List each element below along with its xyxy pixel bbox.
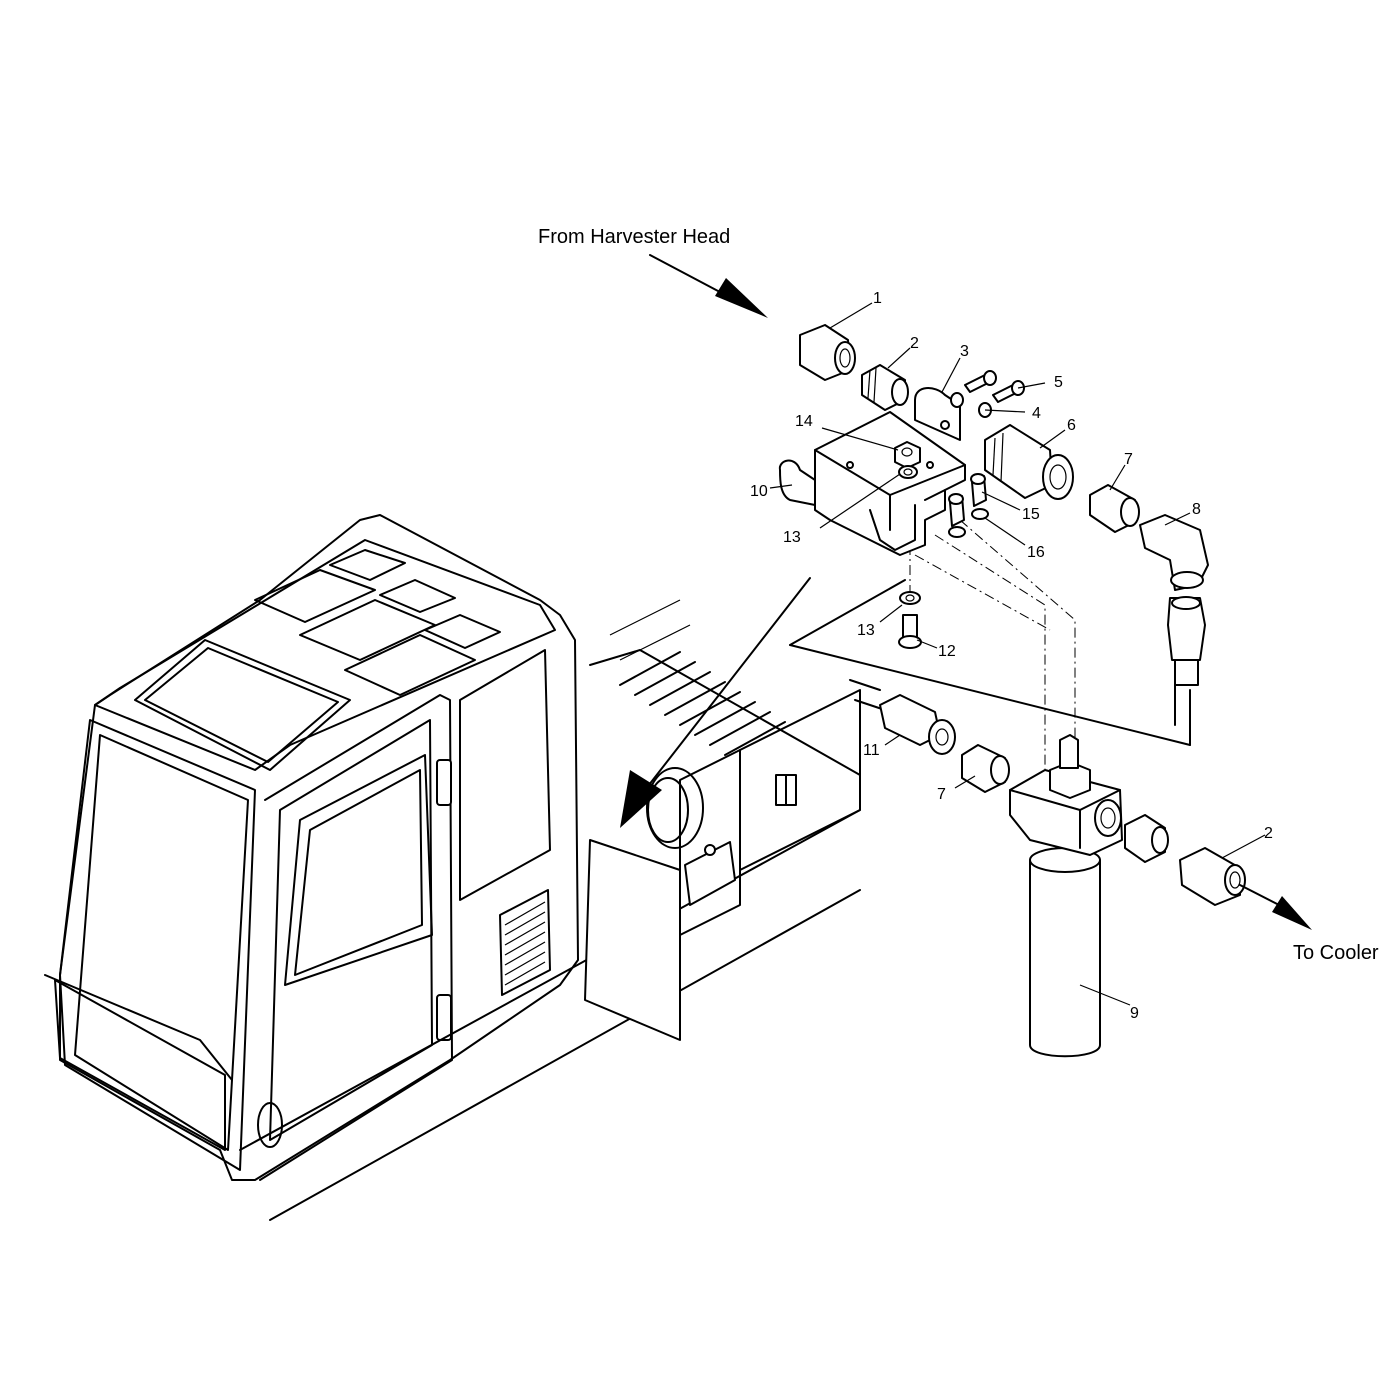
callout-15: 15 — [1022, 506, 1040, 523]
part-7-adapter-upper — [1089, 484, 1140, 533]
callout-13-upper: 13 — [783, 529, 801, 546]
part-5-screws — [964, 370, 1025, 403]
part-10-bracket — [778, 411, 966, 556]
part-14-nut — [894, 441, 921, 469]
callout-16: 16 — [1027, 544, 1045, 561]
part-2-nut-outlet — [1179, 847, 1246, 906]
part-15-screws — [948, 473, 987, 527]
part-9-filter — [1009, 734, 1123, 1058]
part-11-hose-end — [879, 694, 956, 755]
callout-2-inlet: 2 — [910, 335, 919, 352]
part-12-bolt — [898, 614, 922, 649]
part-6-coupling — [984, 424, 1074, 500]
hose-fitting-right — [1167, 596, 1206, 686]
part-13-washer-upper — [898, 465, 918, 479]
callout-9: 9 — [1130, 1005, 1139, 1022]
callout-11: 11 — [863, 742, 880, 759]
callout-1: 1 — [873, 290, 882, 307]
part-4-washers — [950, 392, 992, 418]
callout-5: 5 — [1054, 374, 1063, 391]
hose-runs — [789, 579, 1191, 746]
part-1-nut — [799, 324, 856, 381]
part-3-clamp — [914, 387, 961, 441]
callout-4: 4 — [1032, 405, 1041, 422]
part-2-adapter-outlet — [1124, 814, 1169, 863]
callout-10: 10 — [750, 483, 768, 500]
part-8-elbow — [1139, 514, 1209, 591]
leader-lines — [769, 302, 1266, 1006]
machine-body — [239, 599, 861, 1221]
flow-arrow-inlet — [649, 254, 768, 318]
flow-arrow-drop — [620, 577, 811, 828]
flow-arrow-outlet — [1239, 884, 1312, 930]
callout-2-outlet: 2 — [1264, 825, 1273, 842]
part-7-adapter-lower — [961, 744, 1010, 793]
callout-7-upper: 7 — [1124, 451, 1133, 468]
callout-12: 12 — [938, 643, 956, 660]
machine-cab — [44, 514, 579, 1181]
callout-8: 8 — [1192, 501, 1201, 518]
part-16-washers — [948, 508, 989, 538]
callout-6: 6 — [1067, 417, 1076, 434]
callout-7-lower: 7 — [937, 786, 946, 803]
caption-to-cooler: To Cooler — [1293, 942, 1379, 964]
callout-13-lower: 13 — [857, 622, 875, 639]
part-2-adapter — [861, 364, 909, 411]
part-13-washer-lower — [899, 591, 921, 605]
callout-3: 3 — [960, 343, 969, 360]
callout-14: 14 — [795, 413, 813, 430]
caption-from-harvester-head: From Harvester Head — [538, 226, 730, 248]
